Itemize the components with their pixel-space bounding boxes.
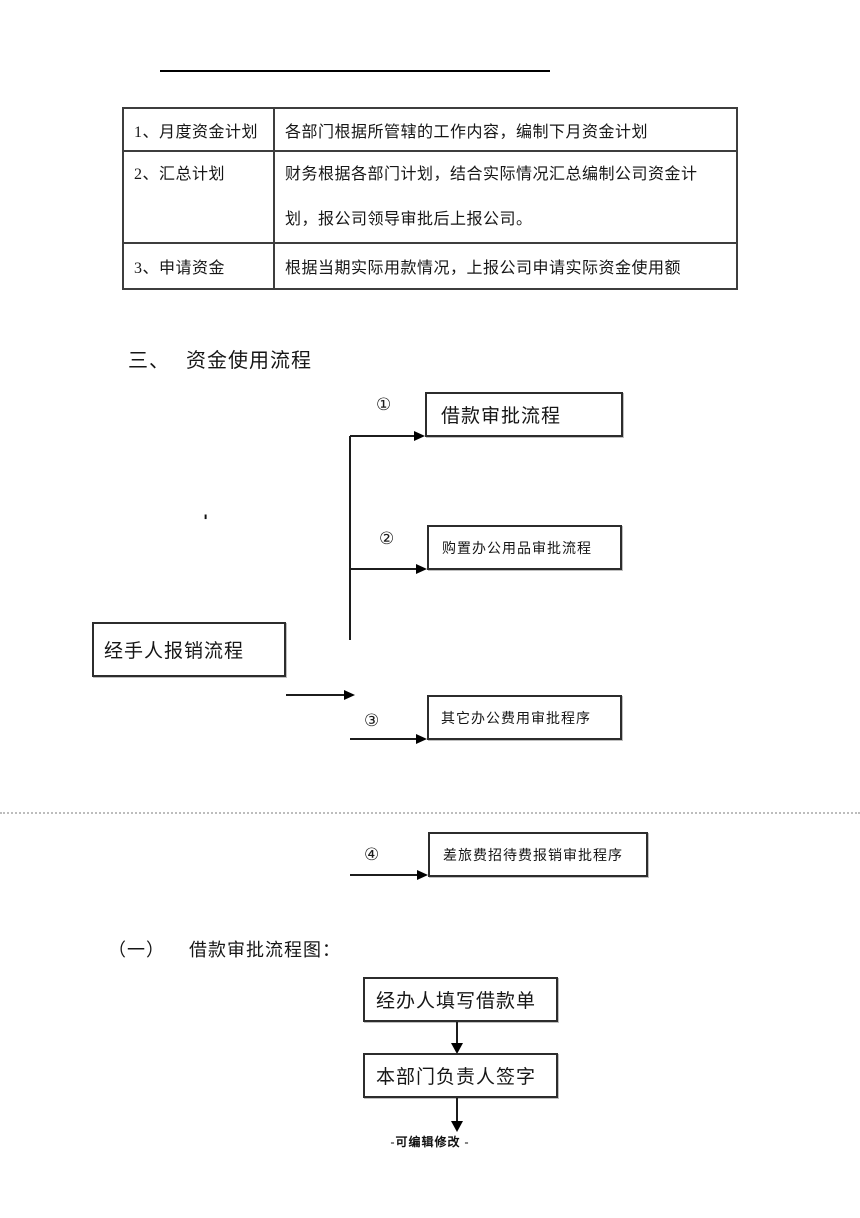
down-arrow-line-1 [456,1022,458,1046]
down-arrowhead-icon-1 [451,1043,463,1054]
box-label: 本部门负责人签字 [376,1067,537,1088]
plan-item-desc: 各部门根据所管辖的工作内容，编制下月资金计划 [273,107,738,152]
subsection-number: （一） [108,940,165,960]
box-label: 借款审批流程 [441,406,562,427]
loan-approval-box: 借款审批流程 [425,392,623,437]
branch2-marker: ② [379,529,395,549]
box-label: 其它办公费用审批程序 [441,711,591,727]
branch-connector-vline [349,436,351,640]
handler-reimburse-box: 经手人报销流程 [92,622,286,677]
branch3-arrowhead-icon [416,734,427,744]
down-arrowhead-icon-2 [451,1121,463,1132]
branch4-arrowhead-icon [417,870,428,880]
plan-item-label: 1、月度资金计划 [122,107,275,152]
desc-line: 划，报公司领导审批后上报公司。 [285,211,533,228]
footer-note: -可编辑修改 - [390,1135,470,1149]
subsection-title: 借款审批流程图： [189,940,341,960]
section-number: 三、 [128,350,170,372]
other-expense-box: 其它办公费用审批程序 [427,695,622,740]
table-row: 3、申请资金 根据当期实际用款情况，上报公司申请实际资金使用额 [122,242,738,290]
box-label: 差旅费招待费报销审批程序 [443,848,623,864]
branch2-arrow-line [350,568,418,570]
source-arrowhead-icon [344,690,355,700]
desc-line: 财务根据各部门计划，结合实际情况汇总编制公司资金计 [285,166,698,183]
branch3-arrow-line [350,738,418,740]
office-supplies-box: 购置办公用品审批流程 [427,525,622,570]
table-row: 1、月度资金计划 各部门根据所管辖的工作内容，编制下月资金计划 [122,107,738,152]
plan-item-desc: 根据当期实际用款情况，上报公司申请实际资金使用额 [273,242,738,290]
plan-item-label: 2、汇总计划 [122,150,275,244]
box-label: 经办人填写借款单 [376,991,537,1012]
top-rule [160,70,550,72]
box-label: 经手人报销流程 [104,641,245,662]
branch1-arrowhead-icon [414,431,425,441]
table-row: 2、汇总计划 财务根据各部门计划，结合实际情况汇总编制公司资金计 划，报公司领导… [122,150,738,244]
travel-expense-box: 差旅费招待费报销审批程序 [428,832,648,877]
down-arrow-line-2 [456,1098,458,1125]
fund-plan-table: 1、月度资金计划 各部门根据所管辖的工作内容，编制下月资金计划 2、汇总计划 财… [122,107,738,290]
branch1-marker: ① [376,395,392,415]
plan-item-desc: 财务根据各部门计划，结合实际情况汇总编制公司资金计 划，报公司领导审批后上报公司… [273,150,738,244]
stray-mark: ' [203,512,209,532]
plan-item-label: 3、申请资金 [122,242,275,290]
fill-loan-form-box: 经办人填写借款单 [363,977,558,1022]
branch4-marker: ④ [364,845,380,865]
source-arrow-line [286,694,346,696]
subsection-heading: （一） 借款审批流程图： [108,936,341,962]
branch1-arrow-line [350,435,416,437]
branch3-marker: ③ [364,711,380,731]
page-break-dotted-line [0,812,860,814]
dept-head-sign-box: 本部门负责人签字 [363,1053,558,1098]
section-title: 资金使用流程 [186,350,312,372]
box-label: 购置办公用品审批流程 [442,541,592,557]
branch4-arrow-line [350,874,419,876]
section-heading: 三、资金使用流程 [128,344,312,373]
branch2-arrowhead-icon [416,564,427,574]
